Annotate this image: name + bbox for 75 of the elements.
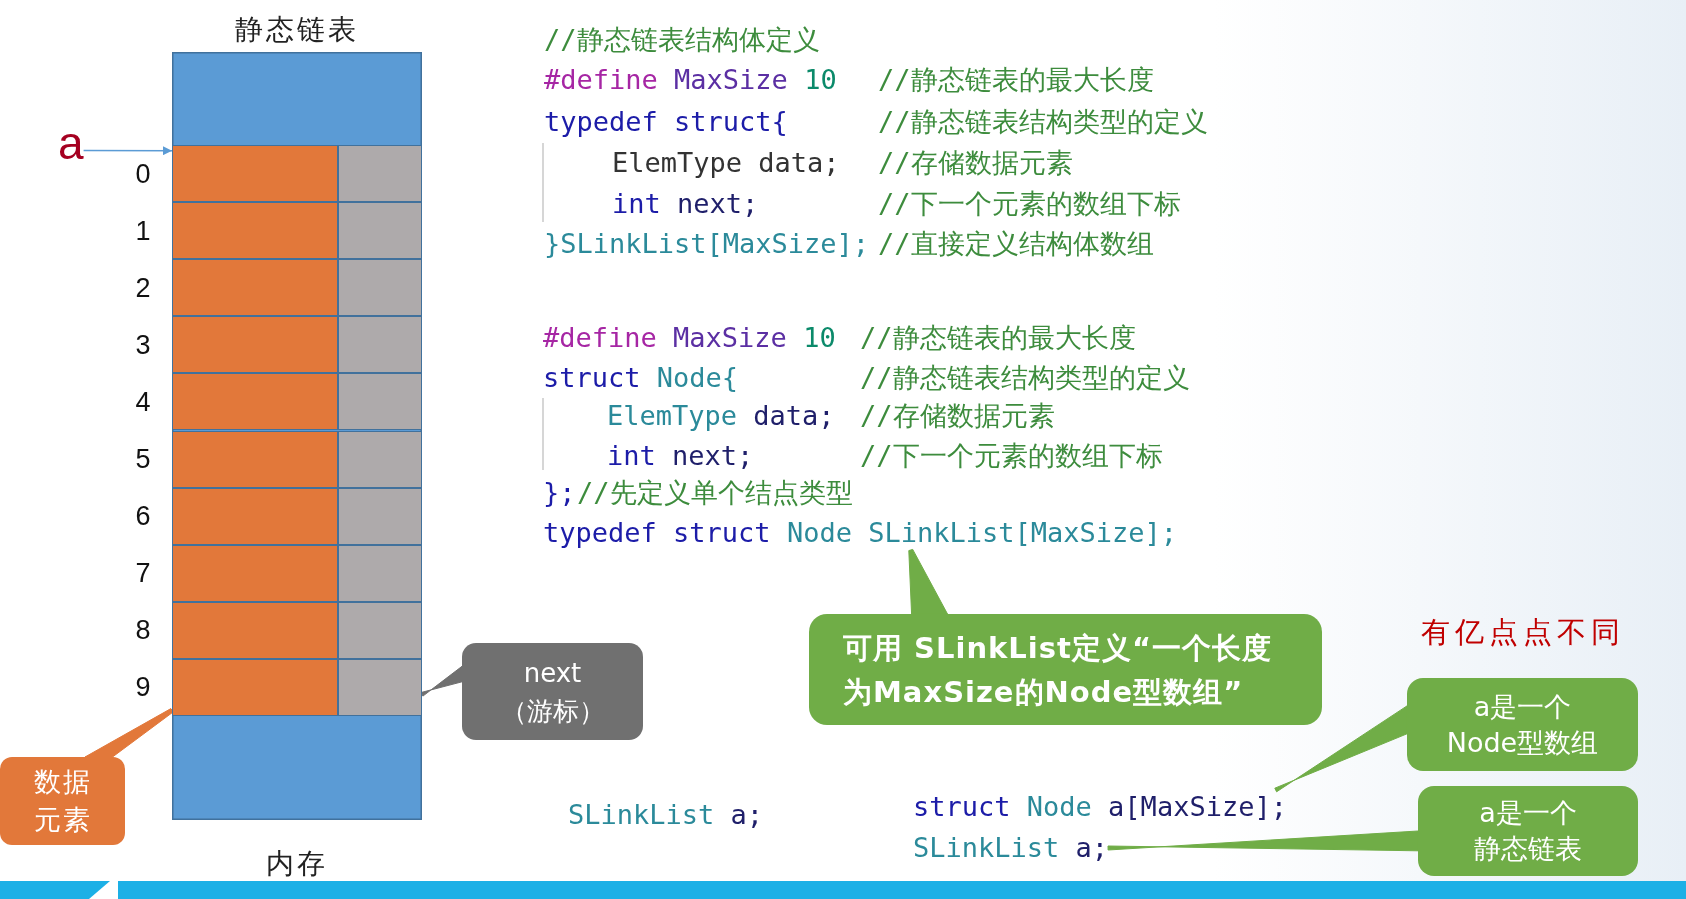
code-comment: //静态链表结构类型的定义: [860, 361, 1190, 395]
code-line: struct Node{: [543, 361, 739, 395]
column-heading: 静态链表: [235, 12, 359, 48]
code-comment: //静态链表的最大长度: [878, 63, 1154, 97]
next-cursor-cell: [338, 658, 422, 716]
variable-label: a: [58, 118, 84, 168]
data-element-cell: [172, 487, 338, 545]
row-index: 9: [135, 671, 151, 705]
data-element-cell: [172, 430, 338, 488]
row-index: 8: [135, 614, 151, 648]
code-comment: //静态链表的最大长度: [860, 321, 1136, 355]
callout-tail: [420, 665, 463, 697]
speech-bubble: [462, 643, 643, 740]
next-cursor-cell: [338, 487, 422, 545]
code-line: int next;: [612, 187, 759, 221]
code-line: typedef struct Node SLinkList[MaxSize];: [543, 516, 1178, 550]
data-element-cell: [172, 316, 338, 374]
next-cursor-cell: [338, 373, 422, 431]
code-line: SLinkList a;: [568, 798, 764, 832]
callout-text: next （游标）: [499, 656, 606, 728]
speech-bubble: [1418, 786, 1638, 876]
next-cursor-cell: [338, 601, 422, 659]
code-comment: //存储数据元素: [878, 146, 1073, 180]
code-line: typedef struct{: [544, 105, 788, 139]
speech-bubble: [809, 614, 1322, 725]
data-element-cell: [172, 373, 338, 431]
code-line: int next;: [607, 439, 754, 473]
row-index: 5: [135, 443, 151, 477]
code-comment: //下一个元素的数组下标: [860, 439, 1163, 473]
code-line: #define MaxSize 10: [544, 63, 837, 97]
next-cursor-cell: [338, 259, 422, 317]
code-comment: //直接定义结构体数组: [878, 227, 1154, 261]
next-cursor-cell: [338, 316, 422, 374]
data-element-cell: [172, 544, 338, 602]
callout-tail: [1107, 830, 1419, 852]
note-text: 有亿点点不同: [1421, 614, 1625, 650]
code-line: };: [543, 476, 576, 510]
row-index: 2: [135, 271, 151, 305]
row-index: 6: [135, 500, 151, 534]
pointer-arrow: [82, 146, 173, 156]
row-index: 7: [135, 557, 151, 591]
callout-tail: [84, 708, 174, 758]
speech-bubble: [1407, 678, 1638, 771]
code-comment: //静态链表结构类型的定义: [878, 105, 1208, 139]
caption-text: 内存: [266, 846, 328, 882]
code-line: SLinkList a;: [913, 831, 1109, 865]
code-line: }SLinkList[MaxSize];: [544, 227, 870, 261]
next-cursor-cell: [338, 202, 422, 260]
callout-text: a是一个Node型数组: [1445, 689, 1600, 760]
code-comment: //静态链表结构体定义: [544, 23, 820, 57]
code-comment: //存储数据元素: [860, 399, 1055, 433]
next-cursor-cell: [338, 430, 422, 488]
row-index: 3: [135, 328, 151, 362]
code-comment: //下一个元素的数组下标: [878, 187, 1181, 221]
code-line: ElemType data;: [607, 399, 835, 433]
next-cursor-cell: [338, 544, 422, 602]
next-cursor-cell: [338, 145, 422, 203]
code-line: ElemType data;: [612, 146, 840, 180]
code-line: #define MaxSize 10: [543, 321, 836, 355]
callout-text: 数据元素: [32, 765, 93, 837]
code-line: struct Node a[MaxSize];: [913, 790, 1287, 824]
callout-tail: [1274, 705, 1408, 793]
callout-text: 可用 SLinkList定义“一个长度为MaxSize的Node型数组”: [843, 629, 1273, 711]
callout-text: a是一个静态链表: [1473, 796, 1583, 866]
row-index: 0: [135, 157, 151, 191]
data-element-cell: [172, 259, 338, 317]
data-element-cell: [172, 145, 338, 203]
row-index: 4: [135, 385, 151, 419]
speech-bubble: [0, 757, 125, 845]
callout-tail: [908, 548, 948, 615]
code-comment: //先定义单个结点类型: [577, 476, 853, 510]
row-index: 1: [135, 214, 151, 248]
data-element-cell: [172, 601, 338, 659]
data-element-cell: [172, 202, 338, 260]
data-element-cell: [172, 658, 338, 716]
